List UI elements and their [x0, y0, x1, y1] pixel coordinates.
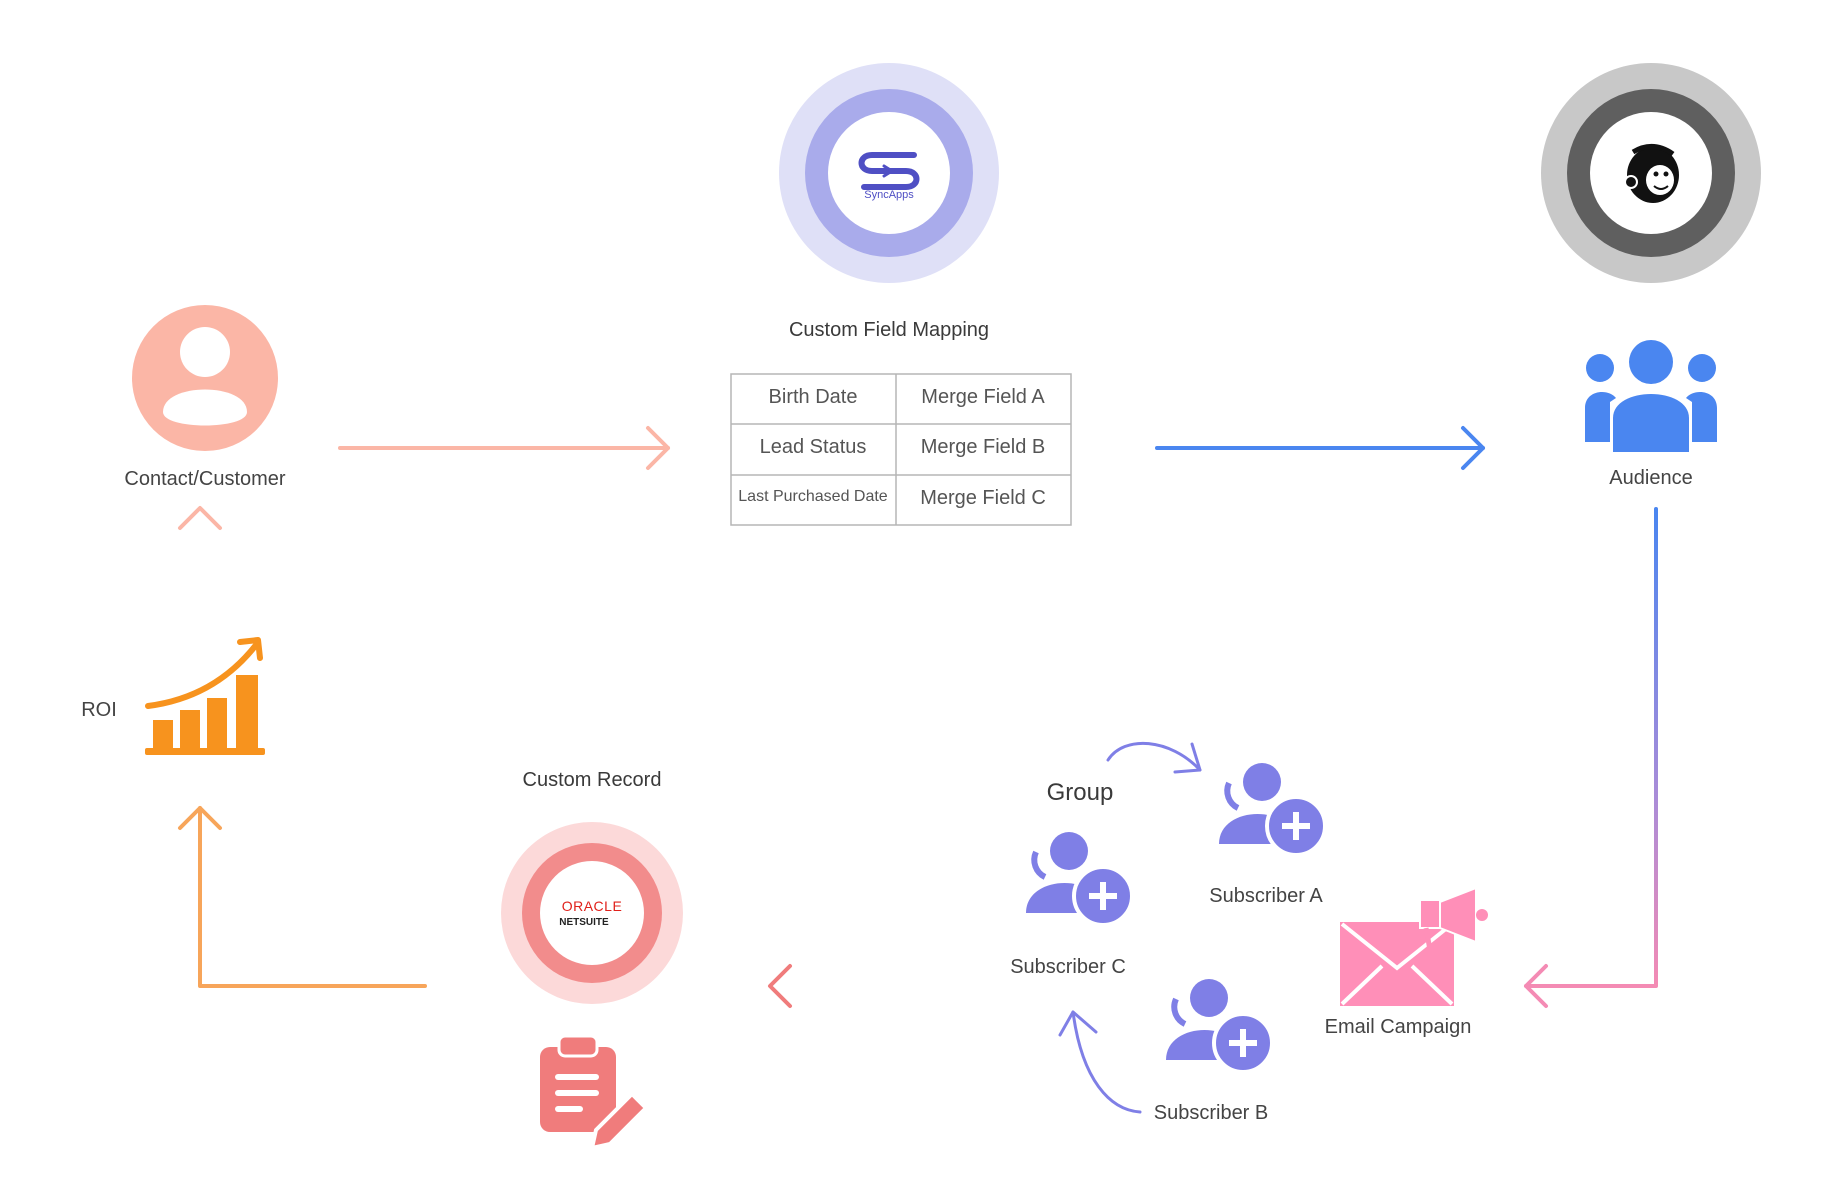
oracle-node: ORACLE NETSUITE	[501, 822, 683, 1004]
oracle-logo-text: ORACLE	[562, 898, 623, 914]
mapping-table: Birth Date Merge Field A Lead Status Mer…	[730, 373, 1072, 526]
mailchimp-node	[1541, 63, 1761, 283]
subscriber-c-node: Subscriber C	[1010, 832, 1134, 978]
email-campaign-label: Email Campaign	[1325, 1016, 1472, 1038]
user-add-icon	[1219, 763, 1327, 857]
netsuite-logo-text: NETSUITE	[559, 917, 609, 928]
subscriber-b-node: Subscriber B	[1154, 979, 1274, 1124]
custom-record-label: Custom Record	[523, 769, 662, 791]
arrow-subscriber-b-to-c	[1058, 1010, 1142, 1114]
user-circle-icon	[132, 305, 278, 451]
syncapps-node: SyncApps	[779, 63, 999, 283]
arrow-group-to-subscriber-a	[1106, 741, 1202, 774]
audience-group-icon	[1585, 340, 1717, 452]
syncapps-logo-icon	[858, 152, 920, 190]
table-cell: Last Purchased Date	[738, 488, 888, 505]
roi-label: ROI	[81, 699, 117, 721]
arrow-roi-to-contact	[178, 506, 222, 632]
bar-chart-growth-icon	[145, 637, 265, 755]
audience-node: Audience	[1585, 340, 1717, 489]
contact-node: Contact/Customer	[124, 305, 286, 490]
user-add-icon	[1026, 832, 1134, 927]
audience-label: Audience	[1609, 467, 1692, 489]
subscriber-a-node: Subscriber A	[1209, 763, 1327, 907]
table-cell: Merge Field A	[921, 386, 1045, 408]
subscriber-b-label: Subscriber B	[1154, 1102, 1269, 1124]
syncapps-logo-text: SyncApps	[864, 189, 914, 201]
arrow-mapping-to-audience	[1155, 426, 1485, 470]
user-add-icon	[1166, 979, 1274, 1074]
table-cell: Merge Field B	[921, 436, 1046, 458]
email-campaign-node: Email Campaign	[1325, 886, 1488, 1038]
table-cell: Birth Date	[769, 386, 858, 408]
arrow-audience-to-email	[1524, 507, 1658, 1008]
mailchimp-logo-icon	[1624, 144, 1679, 203]
roi-node: ROI	[81, 637, 265, 755]
subscriber-a-label: Subscriber A	[1209, 885, 1323, 907]
clipboard-edit-icon	[540, 1034, 649, 1151]
mapping-title: Custom Field Mapping	[789, 319, 989, 341]
arrow-group-to-record	[768, 964, 904, 1008]
oracle-netsuite-logo-icon: ORACLE NETSUITE	[559, 898, 622, 928]
group-label: Group	[1047, 779, 1114, 806]
contact-label: Contact/Customer	[124, 468, 286, 490]
table-cell: Lead Status	[760, 436, 867, 458]
table-cell: Merge Field C	[920, 487, 1046, 509]
subscriber-c-label: Subscriber C	[1010, 956, 1126, 978]
arrow-contact-to-mapping	[338, 426, 670, 470]
email-megaphone-icon	[1340, 886, 1488, 1006]
arrow-record-to-roi	[178, 806, 427, 988]
